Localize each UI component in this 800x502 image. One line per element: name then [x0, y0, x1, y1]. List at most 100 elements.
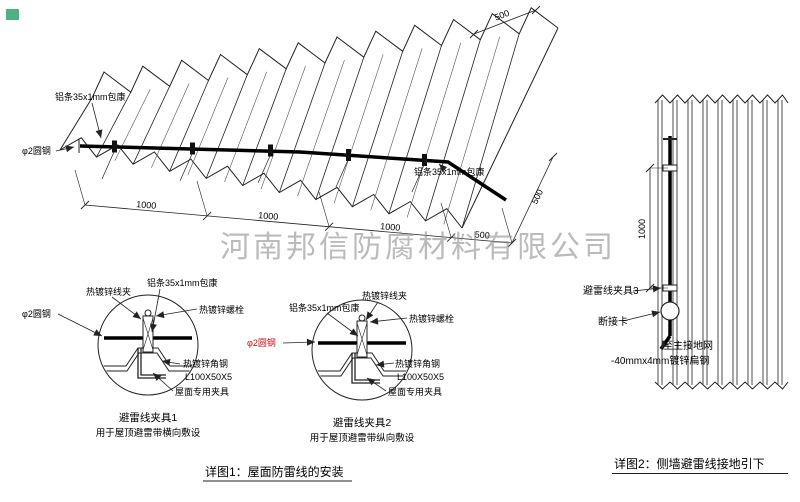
- detail-1-title: 避雷线夹具1: [119, 411, 177, 424]
- leader-disconnect: [622, 310, 661, 322]
- label-wire-clip: 热镀锌线夹: [362, 290, 407, 301]
- label-to-ground: 至主接地网: [663, 339, 713, 352]
- clamp-drop-lines: [101, 151, 425, 193]
- main-leader-lines: [55, 102, 448, 173]
- leader-al-strip-top: [91, 102, 103, 139]
- corner-logo-mark: [6, 9, 19, 20]
- leader-al-strip-right: [438, 163, 448, 173]
- dim-label-1000-c: 1000: [380, 221, 401, 233]
- dim-tick: [548, 152, 558, 162]
- dim-label-500-c: 500: [493, 8, 511, 23]
- dim-label-500-b: 500: [530, 188, 546, 206]
- detail-2-title: 避雷线夹具2: [333, 416, 391, 429]
- roof-top-profile: [91, 7, 559, 99]
- roof-profile-lower: [313, 357, 411, 377]
- dim-right-500: [511, 152, 558, 244]
- label-al-strip: 铝条35x1mm包康: [147, 277, 218, 288]
- label-al-strip: 铝条35x1mm包康: [289, 302, 360, 313]
- wire-clamp: [190, 142, 195, 155]
- label-roof-clamp: 屋面专用夹具: [388, 386, 442, 397]
- main-roof-labels: 铝条35x1mm包康 φ2圆钢 铝条35x1mm包康 1000 1000 100…: [22, 8, 545, 241]
- roof-left-edge: [59, 97, 93, 151]
- label-al-strip-right: 铝条35x1mm包康: [414, 166, 485, 177]
- roof-ribs-secondary: [114, 36, 500, 225]
- detail-2-circle: [311, 299, 413, 401]
- disconnect-card-circle: [660, 301, 680, 321]
- dim-label-1000-b: 1000: [258, 210, 279, 222]
- detail-2-leaders: [282, 301, 408, 392]
- leader-round-steel: [55, 145, 75, 153]
- detail-2-labels: 铝条35x1mm包康 热镀锌线夹 热镀锌螺栓 φ2圆钢 热镀锌角钢 L100X5…: [247, 290, 454, 444]
- leader-bolt: [369, 317, 408, 325]
- leader-bolt: [155, 308, 198, 319]
- label-disconnect-card: 断接卡: [598, 315, 628, 328]
- label-bolt: 热镀锌螺栓: [199, 304, 244, 315]
- wall-view: [622, 94, 789, 390]
- detail-2-view: [282, 299, 413, 401]
- roof-right-edge: [461, 27, 559, 229]
- leader-round-steel: [57, 313, 103, 337]
- detail-1-view: [57, 288, 199, 396]
- label-angle-spec: L100X50X5: [185, 372, 232, 382]
- roof-profile-lower: [99, 352, 197, 372]
- wall-dim-1000: [645, 163, 668, 293]
- roof-bottom-profile: [59, 137, 463, 229]
- wire-clamp: [422, 154, 427, 166]
- wall-top-profile: [654, 94, 789, 104]
- wall-bottom-profile: [654, 381, 789, 390]
- label-angle-spec: L100X50X5: [397, 372, 444, 382]
- leader-round-steel: [282, 338, 316, 346]
- clamp-cross: [142, 317, 154, 351]
- dim-topright-500: [469, 5, 541, 39]
- wire-clamp: [346, 149, 351, 161]
- label-round-steel-red: φ2圆钢: [247, 337, 276, 348]
- dim-ticks: [469, 5, 541, 39]
- clamp-cross: [356, 322, 368, 356]
- company-watermark: 河南邦信防腐材料有限公司: [220, 231, 616, 264]
- wire-clamp: [112, 140, 117, 153]
- leader-clamp3: [632, 285, 662, 293]
- detail-1-labels: 热镀锌线夹 铝条35x1mm包康 热镀锌螺栓 φ2圆钢 热镀锌角钢 L100X5…: [22, 277, 244, 439]
- detail-2-internals: [313, 314, 411, 384]
- dimension-chain: [74, 169, 517, 248]
- label-clamp3: 避雷线夹具3: [583, 284, 639, 297]
- caption-detail-2: 详图2：侧墙避雷线接地引下: [614, 456, 765, 471]
- detail-1-subtitle: 用于屋顶避雷带横向敷设: [96, 427, 201, 439]
- label-round-steel: φ2圆钢: [22, 308, 51, 319]
- detail-1-leaders: [57, 288, 198, 392]
- conductor-to-ground: [659, 335, 672, 350]
- detail-1-circle: [97, 294, 199, 396]
- label-angle-steel: 热镀锌角钢: [183, 358, 228, 369]
- roof-ribs-primary: [96, 33, 520, 229]
- label-bolt: 热镀锌螺栓: [409, 313, 454, 324]
- dim-line: [473, 9, 537, 35]
- wall-corrugation-stripes: [657, 100, 783, 385]
- bolt-head: [144, 309, 152, 317]
- label-wire-clip: 热镀锌线夹: [86, 286, 131, 297]
- leader-wire-clip: [111, 296, 142, 320]
- label-angle-steel: 热镀锌角钢: [395, 358, 440, 369]
- leader-wire-clip: [365, 301, 379, 321]
- wall-leaders: [622, 285, 662, 322]
- label-round-steel: φ2圆钢: [22, 145, 51, 156]
- dim-extension-lines: [650, 167, 668, 289]
- captions: 详图1：屋面防雷线的安装 详图2：侧墙避雷线接地引下: [203, 456, 788, 482]
- main-roof-view: [55, 5, 559, 248]
- bolt-head: [358, 314, 366, 322]
- leader-al-strip: [150, 288, 161, 333]
- leader-roof-clamp: [152, 372, 174, 392]
- dim-extension-lines: [74, 169, 513, 244]
- leader-roof-clamp: [366, 377, 387, 392]
- dim-line: [511, 156, 554, 244]
- label-flat-steel: -40mmx4mm镀锌扁钢: [611, 354, 709, 367]
- detail-2-subtitle: 用于屋顶避雷带纵向敷设: [310, 432, 415, 444]
- caption-detail-1: 详图1：屋面防雷线的安装: [205, 464, 344, 479]
- dim-chain-line: [84, 204, 513, 244]
- leader-al-strip: [326, 312, 359, 337]
- label-roof-clamp: 屋面专用夹具: [175, 386, 229, 397]
- wire-clamp: [268, 144, 273, 157]
- label-al-strip-top: 铝条35x1mm包康: [55, 91, 126, 102]
- leader-angle-steel: [375, 360, 395, 368]
